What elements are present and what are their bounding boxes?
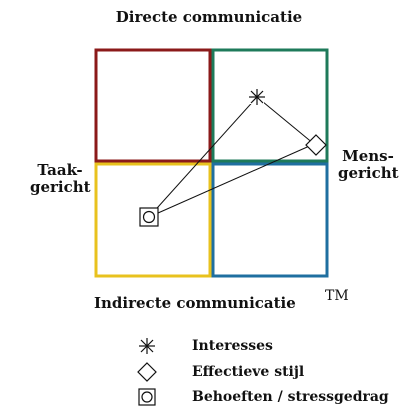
label-task-oriented: Taak- gericht bbox=[30, 161, 91, 196]
asterisk-marker-icon bbox=[249, 89, 265, 105]
title-indirect-communication: Indirecte communicatie bbox=[94, 294, 296, 312]
asterisk-icon bbox=[139, 338, 155, 354]
circle-in-square-marker-icon bbox=[139, 207, 159, 227]
legend-label-interests: Interesses bbox=[192, 338, 273, 354]
quadrant-bottom-left bbox=[94, 162, 212, 278]
trademark-mark: TM bbox=[325, 288, 349, 304]
circle-in-square-icon bbox=[138, 388, 156, 406]
title-direct-communication: Directe communicatie bbox=[115, 8, 303, 26]
legend-label-effective-style: Effectieve stijl bbox=[192, 364, 305, 380]
label-people-oriented-line2: gericht bbox=[338, 164, 399, 182]
label-people-oriented: Mens- gericht bbox=[338, 147, 399, 182]
label-task-oriented-line1: Taak- bbox=[37, 161, 83, 179]
legend-label-needs-stress: Behoeften / stressgedrag bbox=[192, 389, 389, 405]
legend-item-interests: Interesses bbox=[136, 335, 273, 357]
quadrant-top-right bbox=[211, 48, 329, 163]
connector-asterisk-diamond bbox=[256, 96, 315, 145]
diamond-icon bbox=[137, 362, 157, 382]
quadrant-top-left bbox=[94, 48, 212, 163]
legend-item-needs-stress: Behoeften / stressgedrag bbox=[136, 386, 389, 408]
connector-asterisk-square bbox=[148, 96, 258, 218]
connector-diamond-square bbox=[148, 143, 315, 218]
label-task-oriented-line2: gericht bbox=[30, 178, 91, 196]
diamond-marker-icon bbox=[305, 134, 327, 156]
label-people-oriented-line1: Mens- bbox=[342, 147, 394, 165]
legend-item-effective-style: Effectieve stijl bbox=[136, 361, 304, 383]
